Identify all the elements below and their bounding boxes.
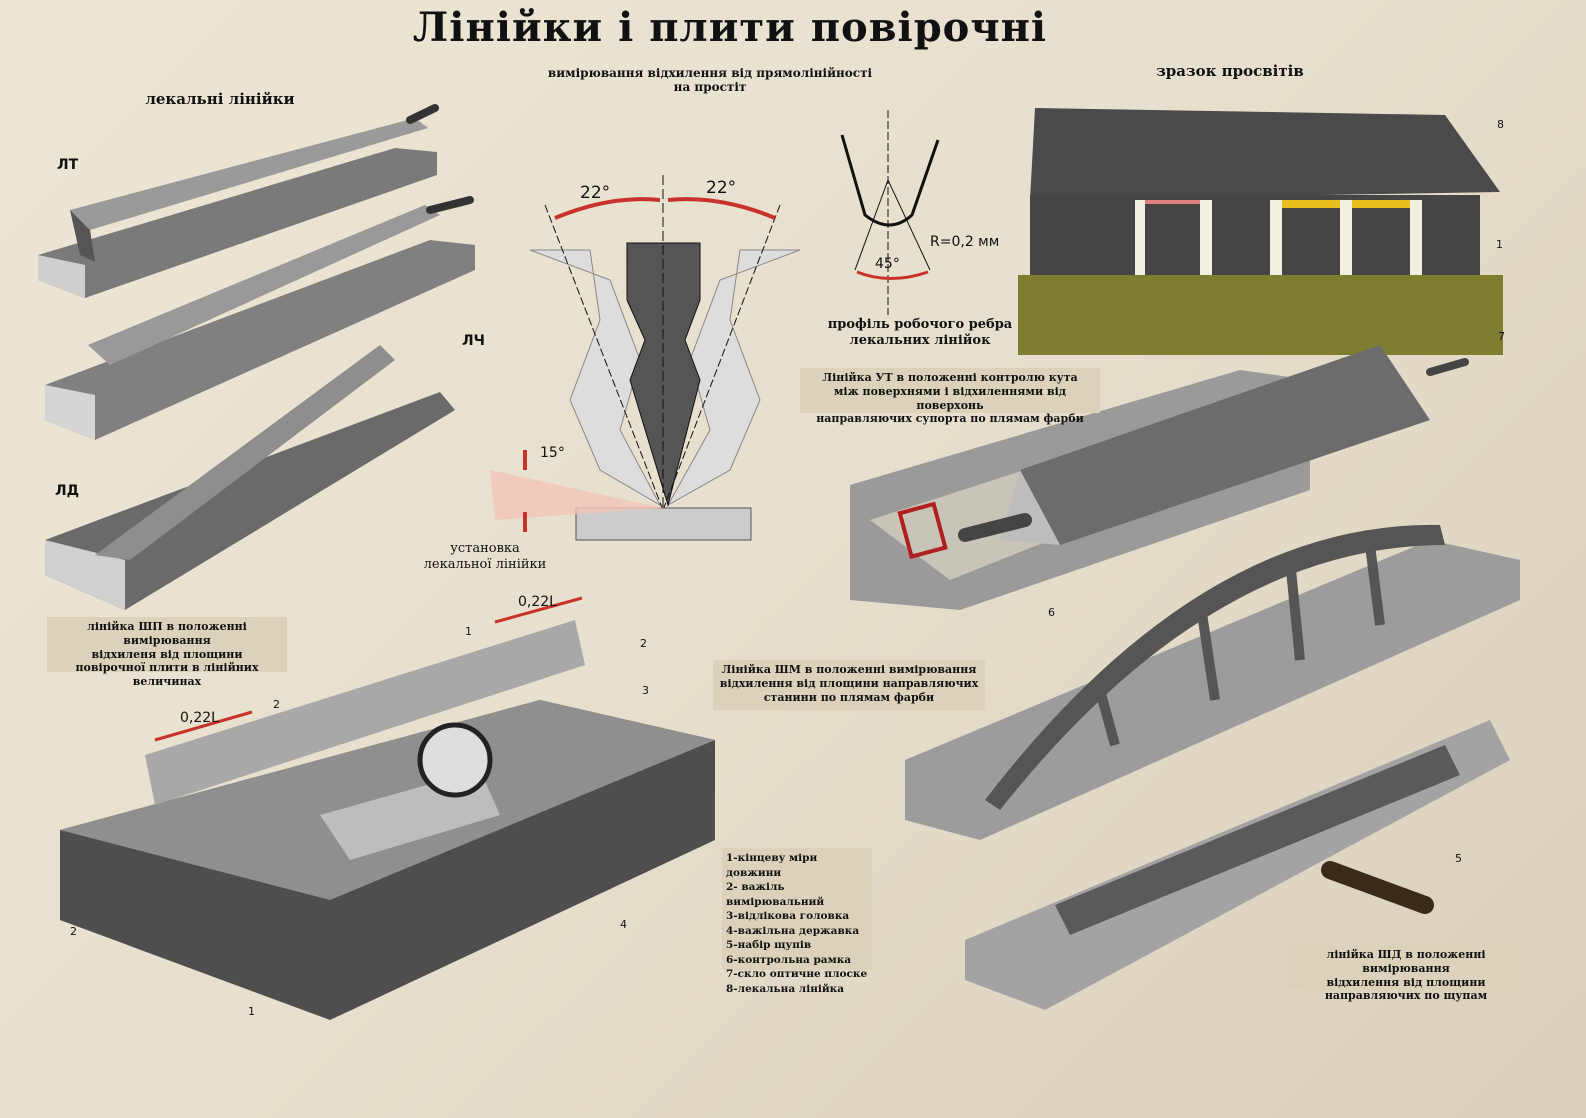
callout: 6: [1048, 606, 1055, 619]
straightness-line-1: вимірювання відхилення від прямолінійнос…: [547, 66, 873, 80]
angle-tilt: 15°: [540, 445, 565, 461]
dimension-right: 0,22L: [518, 594, 557, 610]
callout: 5: [1455, 852, 1462, 865]
legend-item: 8-лекальна лінійка: [726, 982, 845, 995]
ruler-setup-line-1: установка: [450, 541, 520, 556]
ruler-ld-illustration: [45, 345, 455, 610]
straightness-diagram: [490, 175, 801, 541]
shd-ruler-illustration: [965, 720, 1510, 1010]
legend-item: 2- важіль вимірювальний: [726, 881, 825, 908]
label-lch: ЛЧ: [462, 333, 485, 349]
callout: 2: [70, 925, 77, 938]
surface-plate-illustration: [60, 596, 715, 1020]
callout: 3: [642, 684, 649, 697]
caption-ut: Лінійка УТ в положенні контролю кута між…: [800, 368, 1100, 425]
caption-line: лінійка ШД в положенні вимірювання: [1326, 948, 1486, 975]
caption-shd: лінійка ШД в положенні вимірювання відхи…: [1288, 945, 1524, 1002]
caption-line: Лінійка УТ в положенні контролю кута: [822, 371, 1078, 384]
legend-item: 7-скло оптичне плоске: [726, 968, 868, 980]
caption-line: направляючих супорта по плямам фарби: [816, 412, 1084, 426]
edge-profile-line-1: профіль робочого ребра: [827, 317, 1013, 332]
caption-shm: Лінійка ШМ в положенні вимірювання відхи…: [713, 660, 985, 710]
radius-label: R=0,2 мм: [930, 234, 1000, 250]
straightness-heading: вимірювання відхилення від прямолінійнос…: [520, 66, 900, 95]
label-ld: ЛД: [55, 483, 80, 499]
caption-shp: лінійка ШП в положенні вимірювання відхи…: [47, 617, 287, 688]
callout: 2: [640, 637, 647, 650]
legend-item: 5-набір щупів: [726, 939, 812, 951]
poster-title: Лінійки і плити повірочні: [412, 4, 1048, 51]
callout: 4: [620, 918, 627, 931]
caption-line: відхиленя від площини: [91, 647, 243, 661]
callout: 7: [1498, 330, 1505, 343]
angle-left: 22°: [580, 183, 611, 203]
light-gap-sample-diagram: [1018, 108, 1503, 355]
edge-profile-diagram: [840, 110, 940, 315]
caption-line: Лінійка ШМ в положенні вимірювання: [721, 663, 977, 676]
callout: 1: [465, 625, 472, 638]
callout: 1: [248, 1005, 255, 1018]
ruler-setup-caption: установка лекальної лінійки: [405, 541, 565, 572]
light-gap-heading: зразок просвітів: [1156, 62, 1304, 80]
legend-item: 6-контрольна рамка: [726, 953, 852, 966]
ruler-lt-illustration: [38, 104, 439, 298]
caption-line: відхилення від площини: [1326, 975, 1486, 989]
legend-item: 3-відлікова головка: [726, 910, 850, 922]
angle-profile: 45°: [875, 256, 900, 272]
caption-line: повірочної плити в лінійних величинах: [75, 661, 259, 688]
dimension-left: 0,22L: [180, 710, 219, 726]
legend-item: 4-важільна державка: [726, 924, 860, 937]
caption-line: станини по плямам фарби: [763, 690, 935, 704]
angle-right: 22°: [706, 178, 737, 198]
caption-line: між поверхнями і відхиленнями від поверх…: [833, 384, 1067, 412]
shm-bridge-illustration: [905, 524, 1520, 840]
straightness-line-2: на простіт: [673, 80, 747, 95]
ut-ruler-illustration: [850, 345, 1469, 610]
caption-line: відхилення від площини направляючих: [719, 676, 979, 690]
label-lt: ЛТ: [57, 157, 79, 173]
ruler-setup-line-2: лекальної лінійки: [423, 556, 547, 572]
legend: 1-кінцеву міри довжини 2- важіль вимірюв…: [722, 848, 872, 995]
callout: 1: [1496, 238, 1503, 251]
pattern-rulers-heading: лекальні лінійки: [145, 90, 295, 108]
caption-line: лінійка ШП в положенні вимірювання: [87, 620, 247, 647]
edge-profile-caption: профіль робочого ребра лекальних лінійок: [820, 317, 1020, 348]
callout: 2: [273, 698, 280, 711]
ruler-lch-illustration: [45, 196, 475, 440]
caption-line: направляючих по щупам: [1324, 989, 1488, 1003]
legend-item: 1-кінцеву міри довжини: [726, 852, 818, 879]
edge-profile-line-2: лекальних лінійок: [849, 332, 991, 348]
callout: 8: [1497, 118, 1504, 131]
